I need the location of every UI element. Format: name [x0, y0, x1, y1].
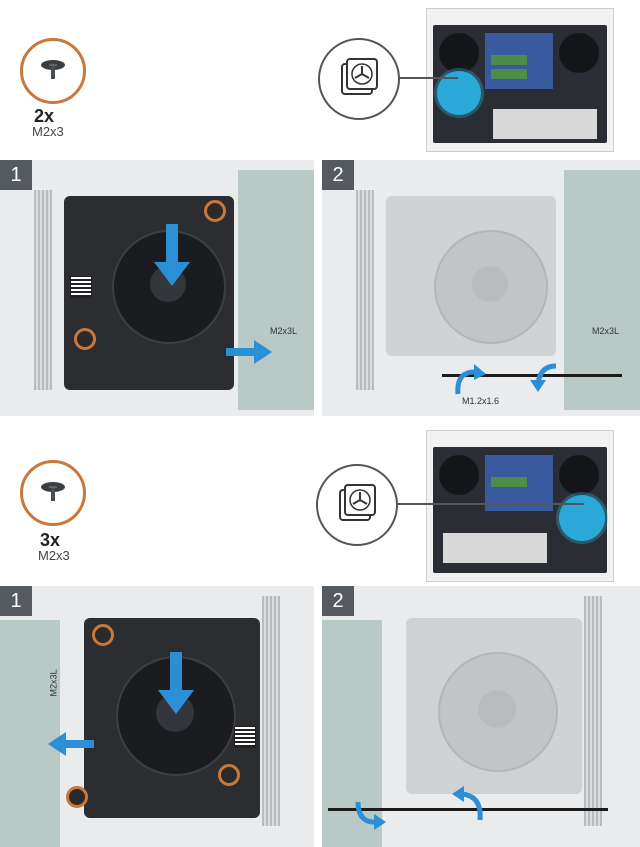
callout-leader: [394, 77, 458, 79]
screw-type: M2x3: [32, 124, 64, 139]
fan-left: [439, 33, 479, 73]
screw-graphic: [41, 60, 65, 79]
fan-hub: [472, 266, 508, 302]
fan-callout: [316, 464, 398, 546]
fan-cable: [442, 374, 622, 377]
laptop-interior: [433, 25, 607, 143]
screw-icon: [20, 38, 86, 104]
step-number: 2: [322, 160, 354, 190]
qr-code: [234, 726, 256, 748]
screw-count: 3x: [40, 530, 61, 550]
fan-left: [439, 455, 479, 495]
screw-location: [218, 764, 240, 786]
arrow-curve-icon: [455, 364, 486, 395]
system-board: [0, 620, 60, 847]
laptop-overview: [426, 8, 614, 152]
step-number: 2: [322, 586, 354, 616]
screw-count: 2x: [34, 106, 55, 126]
fan-icon: [341, 58, 378, 95]
heatsink: [34, 190, 52, 390]
screw-label: M2x3L: [592, 326, 620, 336]
memory-module: [491, 69, 527, 79]
laptop-overview: [426, 430, 614, 582]
arrow-curve-icon: [355, 801, 386, 830]
step-number: 1: [0, 160, 32, 190]
screw-location: [204, 200, 226, 222]
arrow-curve-icon: [530, 363, 557, 392]
fan-hub: [478, 690, 516, 728]
screw-graphic: [41, 482, 65, 501]
arrow-left-icon: [48, 732, 94, 756]
fan-callout: [318, 38, 400, 120]
arrow-down-icon: [158, 652, 194, 714]
step-number: 1: [0, 586, 32, 616]
fan-right: [559, 33, 599, 73]
cable-label: M1.2x1.6: [462, 396, 500, 406]
fan-cable: [328, 808, 608, 811]
screw-label: M2x3L: [270, 326, 298, 336]
step-2-panel: 2: [322, 586, 640, 847]
screw-type: M2x3: [38, 548, 70, 563]
heatsink: [262, 596, 280, 826]
system-board: [564, 170, 640, 410]
memory-module: [491, 55, 527, 65]
battery: [493, 109, 597, 139]
system-board: [238, 170, 314, 410]
memory-module: [491, 477, 527, 487]
battery: [443, 533, 547, 563]
screw-label: M2x3L: [48, 669, 59, 697]
highlighted-fan: [559, 495, 605, 541]
step-1-panel: 1 M2x3L: [0, 586, 314, 847]
fan-icon: [339, 484, 376, 521]
step-2-panel: 2 M1.2x1.6 M2x3L: [322, 160, 640, 416]
arrow-down-icon: [154, 224, 190, 286]
arrow-curve-icon: [452, 786, 483, 821]
laptop-interior: [433, 447, 607, 573]
screw-location: [66, 786, 88, 808]
heatsink: [584, 596, 602, 826]
callout-leader: [394, 503, 584, 505]
heatsink: [356, 190, 374, 390]
step-1-panel: 1 M2x3L: [0, 160, 314, 416]
fan-right: [559, 455, 599, 495]
qr-code: [70, 276, 92, 298]
screw-location: [92, 624, 114, 646]
arrow-right-icon: [226, 340, 272, 364]
screw-location: [74, 328, 96, 350]
screw-icon: [20, 460, 86, 526]
